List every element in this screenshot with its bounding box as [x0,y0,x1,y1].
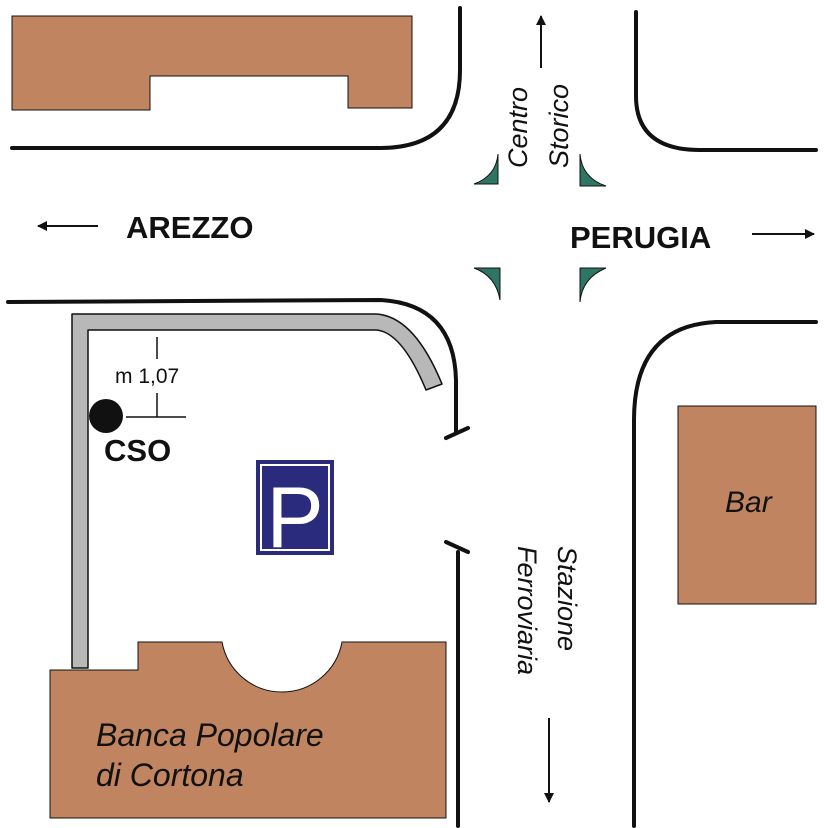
sidewalk-strip [71,313,443,669]
label-banca-line1: Banca Popolare [96,717,324,753]
road-edge-lower-right [632,320,818,828]
road-edge-left-parking [6,298,458,434]
traffic-island-sw [473,267,501,301]
label-bar: Bar [725,486,773,519]
label-perugia: PERUGIA [570,220,711,255]
building-bar [677,405,817,605]
road-edge-top-right [634,10,818,152]
label-banca-line2: di Cortona [96,757,244,793]
label-stazione: Stazione [552,546,582,651]
traffic-island-ne [579,153,607,187]
traffic-island-nw [473,153,499,185]
label-storico: Storico [544,84,574,168]
road-edge-top-left [10,6,462,150]
location-dot-icon [89,399,123,433]
traffic-island-se [579,267,607,303]
gate-mark-upper [444,426,470,440]
label-ferroviaria: Ferroviaria [512,546,542,675]
label-cso: CSO [104,433,171,468]
gate-mark-lower [444,540,470,554]
label-arezzo: AREZZO [126,210,253,245]
label-distance: m 1,07 [115,365,179,388]
building-banca-popolare [49,641,447,819]
building-top-left [11,15,413,111]
parking-letter: P [266,470,323,566]
label-centro: Centro [503,87,533,168]
parking-icon: P [256,460,334,566]
